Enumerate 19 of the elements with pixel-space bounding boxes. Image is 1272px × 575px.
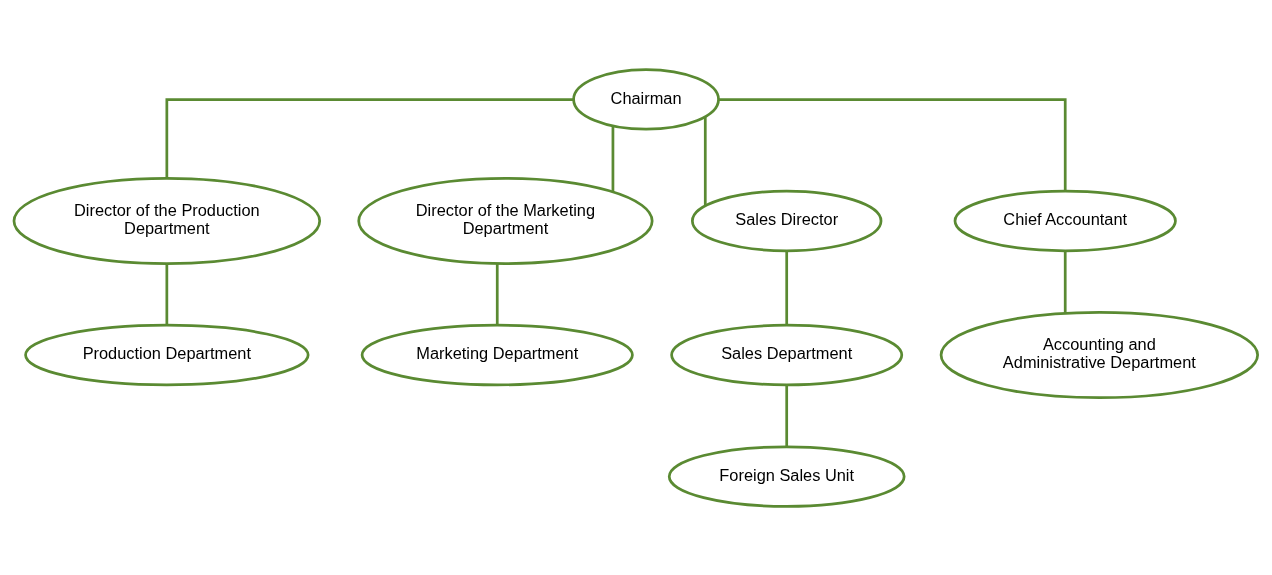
connector <box>165 263 169 325</box>
connector <box>1063 250 1067 314</box>
connector <box>165 97 574 178</box>
node-ellipse: Chief Accountant <box>953 189 1177 252</box>
connector <box>611 125 615 192</box>
connector <box>785 250 789 325</box>
connector <box>703 116 707 205</box>
node-ellipse: Foreign Sales Unit <box>667 444 906 508</box>
node-ellipse: Accounting and Administrative Department <box>939 310 1259 399</box>
connector <box>785 384 789 446</box>
connector <box>495 262 499 325</box>
node-ellipse: Sales Department <box>670 323 904 386</box>
node-ellipse: Sales Director <box>691 189 883 252</box>
node-ellipse: Chairman <box>572 67 720 131</box>
node-ellipse: Marketing Department <box>360 323 634 386</box>
node-ellipse: Director of the Marketing Department <box>357 176 654 265</box>
node-ellipse: Production Department <box>24 323 310 386</box>
connector <box>718 97 1067 191</box>
node-ellipse: Director of the Production Department <box>12 176 322 265</box>
